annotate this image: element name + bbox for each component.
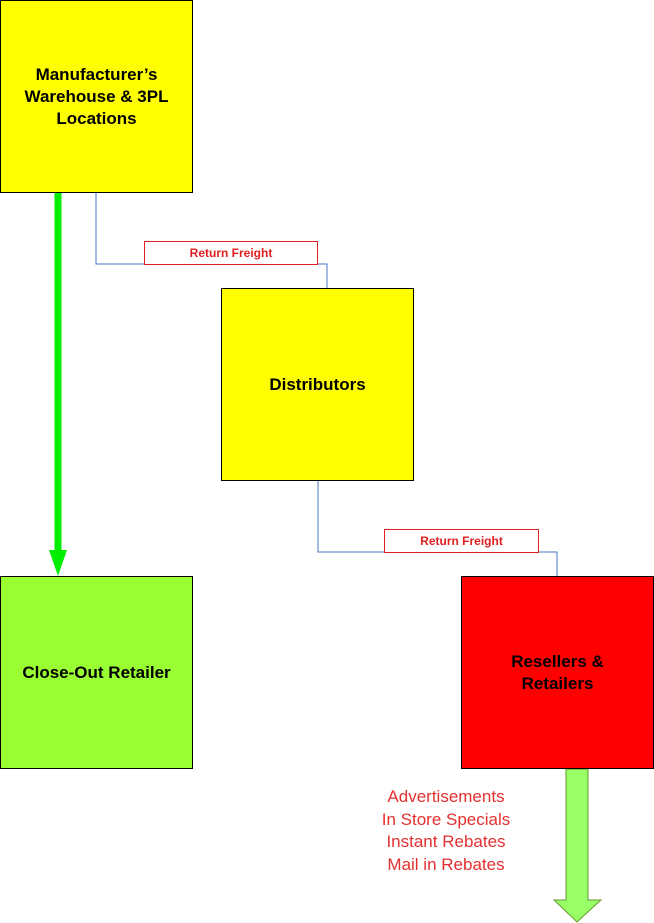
edge-label-return-freight-2: Return Freight — [384, 529, 539, 553]
node-closeout-retailer: Close-Out Retailer — [0, 576, 193, 769]
promotion-item: Instant Rebates — [386, 832, 506, 851]
promotion-item: In Store Specials — [381, 809, 511, 829]
node-resellers-retailers: Resellers & Retailers — [461, 576, 654, 769]
edge-label-text: Return Freight — [420, 534, 503, 548]
node-manufacturer-label: Manufacturer’s Warehouse & 3PL Locations — [24, 64, 169, 128]
promotions-list: Advertisements In Store Specials Instant… — [346, 786, 546, 876]
promotion-item: Mail in Rebates — [387, 854, 505, 874]
edge-label-text: Return Freight — [189, 246, 273, 260]
promotion-item: Advertisements — [387, 787, 505, 806]
arrow-to-closeout-head — [49, 550, 67, 576]
node-distributors: Distributors — [221, 288, 414, 481]
edge-label-return-freight-1: Return Freight — [144, 241, 318, 265]
node-resellers-label: Resellers & Retailers — [511, 651, 604, 693]
node-distributors-label: Distributors — [269, 374, 366, 394]
arrow-down-from-resellers — [552, 768, 603, 923]
node-manufacturer-warehouse: Manufacturer’s Warehouse & 3PL Locations — [0, 0, 193, 193]
node-closeout-label: Close-Out Retailer — [22, 662, 171, 682]
